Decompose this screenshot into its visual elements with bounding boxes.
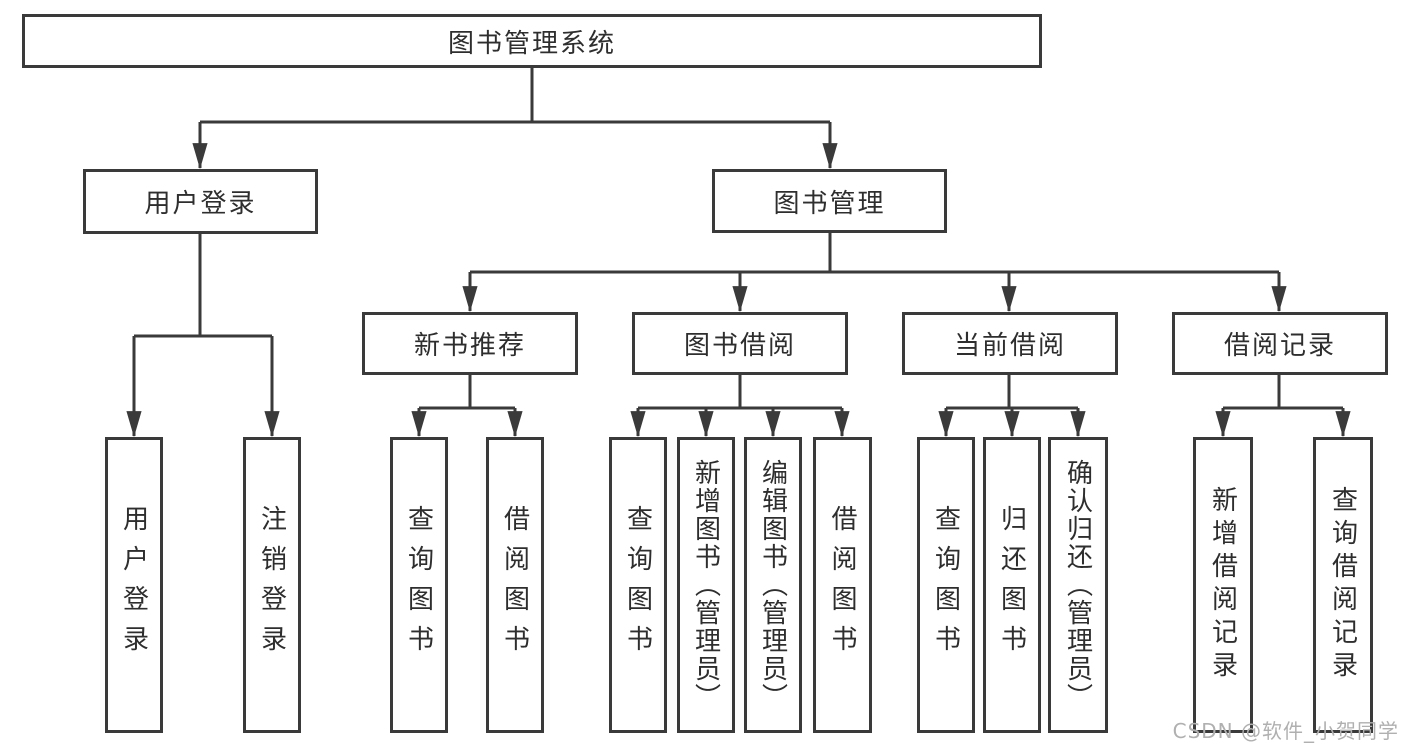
leaf-query-books-current: 查询图书 <box>917 437 975 733</box>
leaf-return-book: 归还图书 <box>983 437 1041 733</box>
leaf-add-borrow-record: 新增借阅记录 <box>1193 437 1253 733</box>
leaf-logout-login: 注销登录 <box>243 437 301 733</box>
node-book-management: 图书管理 <box>712 169 947 233</box>
node-borrow-records: 借阅记录 <box>1172 312 1388 375</box>
node-book-borrow: 图书借阅 <box>632 312 848 375</box>
leaf-add-book-admin: 新增图书（管理员） <box>677 437 735 733</box>
leaf-query-borrow-record: 查询借阅记录 <box>1313 437 1373 733</box>
leaf-borrow-books-recommend: 借阅图书 <box>486 437 544 733</box>
node-current-borrow: 当前借阅 <box>902 312 1118 375</box>
leaf-user-login: 用户登录 <box>105 437 163 733</box>
leaf-borrow-books-borrow: 借阅图书 <box>813 437 872 733</box>
leaf-confirm-return-admin: 确认归还（管理员） <box>1048 437 1108 733</box>
node-user-login: 用户登录 <box>83 169 318 234</box>
leaf-query-books-recommend: 查询图书 <box>390 437 448 733</box>
leaf-edit-book-admin: 编辑图书（管理员） <box>744 437 802 733</box>
csdn-watermark: CSDN @软件_小贺同学 <box>1172 719 1399 743</box>
leaf-query-books-borrow: 查询图书 <box>609 437 667 733</box>
node-root-system: 图书管理系统 <box>22 14 1042 68</box>
node-new-book-recommend: 新书推荐 <box>362 312 578 375</box>
